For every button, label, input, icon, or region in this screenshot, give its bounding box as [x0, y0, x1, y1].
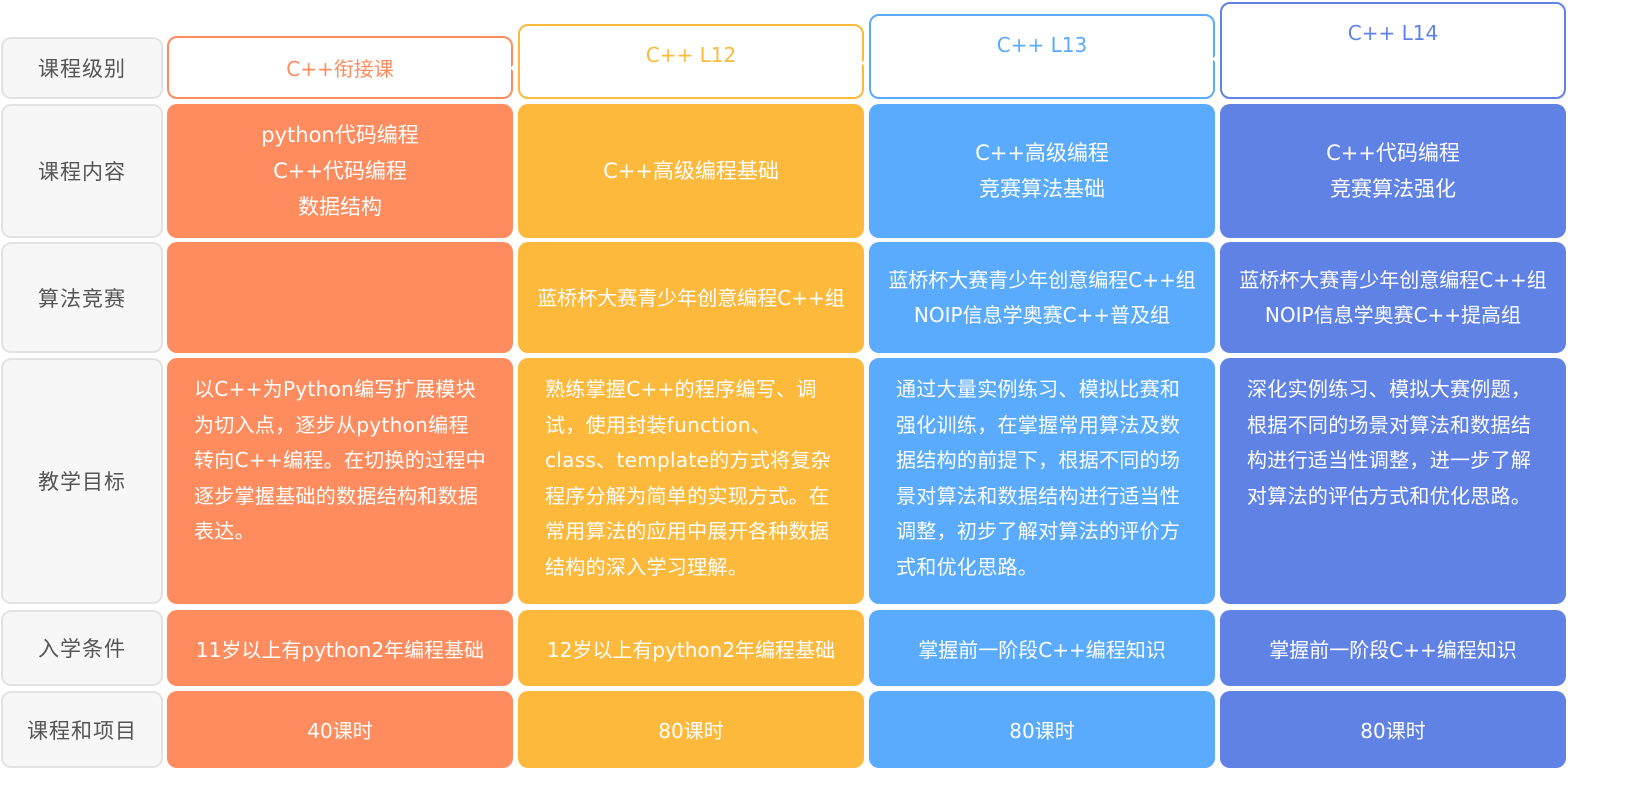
requirement-l13: 掌握前一阶段C++编程知识 — [869, 610, 1215, 686]
competition-line: NOIP信息学奥赛C++提高组 — [1264, 302, 1522, 327]
content-line: C++高级编程 — [975, 141, 1109, 165]
requirement-l14: 掌握前一阶段C++编程知识 — [1220, 610, 1566, 686]
content-line: 数据结构 — [298, 195, 382, 219]
row-label-competition: 算法竞赛 — [1, 242, 163, 353]
content-line: C++高级编程基础 — [603, 159, 779, 183]
row-label-level: 课程级别 — [1, 37, 163, 99]
competition-l13: 蓝桥杯大赛青少年创意编程C++组 NOIP信息学奥赛C++普及组 — [869, 242, 1215, 353]
row-label-hours: 课程和项目 — [1, 691, 163, 768]
content-line: 竞赛算法基础 — [978, 177, 1105, 201]
competition-line: 蓝桥杯大赛青少年创意编程C++组 — [537, 285, 845, 310]
course-header-l12: C++ L12 — [518, 24, 864, 99]
competition-l12: 蓝桥杯大赛青少年创意编程C++组 — [518, 242, 864, 353]
row-label-requirement: 入学条件 — [1, 610, 163, 686]
hours-bridge: 40课时 — [167, 691, 513, 768]
competition-bridge — [167, 242, 513, 353]
hours-l13: 80课时 — [869, 691, 1215, 768]
goal-l14: 深化实例练习、模拟大赛例题，根据不同的场景对算法和数据结构进行适当性调整，进一步… — [1220, 358, 1566, 604]
content-line: python代码编程 — [261, 123, 419, 147]
course-header-l13: C++ L13 — [869, 14, 1215, 99]
course-content-l13: C++高级编程 竞赛算法基础 — [869, 104, 1215, 238]
content-line: C++代码编程 — [273, 159, 407, 183]
competition-l14: 蓝桥杯大赛青少年创意编程C++组 NOIP信息学奥赛C++提高组 — [1220, 242, 1566, 353]
hours-l12: 80课时 — [518, 691, 864, 768]
goal-bridge: 以C++为Python编写扩展模块为切入点，逐步从python编程转向C++编程… — [167, 358, 513, 604]
goal-l12: 熟练掌握C++的程序编写、调试，使用封装function、class、templ… — [518, 358, 864, 604]
content-line: C++代码编程 — [1326, 141, 1460, 165]
competition-line: NOIP信息学奥赛C++普及组 — [913, 302, 1171, 327]
course-content-bridge: python代码编程 C++代码编程 数据结构 — [167, 104, 513, 238]
row-label-content: 课程内容 — [1, 104, 163, 238]
course-content-l12: C++高级编程基础 — [518, 104, 864, 238]
requirement-bridge: 11岁以上有python2年编程基础 — [167, 610, 513, 686]
requirement-l12: 12岁以上有python2年编程基础 — [518, 610, 864, 686]
course-header-l14: C++ L14 — [1220, 2, 1566, 99]
row-label-goal: 教学目标 — [1, 358, 163, 604]
content-line: 竞赛算法强化 — [1329, 177, 1456, 201]
course-content-l14: C++代码编程 竞赛算法强化 — [1220, 104, 1566, 238]
competition-line: 蓝桥杯大赛青少年创意编程C++组 — [888, 267, 1196, 292]
goal-l13: 通过大量实例练习、模拟比赛和强化训练，在掌握常用算法及数据结构的前提下，根据不同… — [869, 358, 1215, 604]
hours-l14: 80课时 — [1220, 691, 1566, 768]
course-header-bridge: C++衔接课 — [167, 36, 513, 99]
competition-line: 蓝桥杯大赛青少年创意编程C++组 — [1239, 267, 1547, 292]
